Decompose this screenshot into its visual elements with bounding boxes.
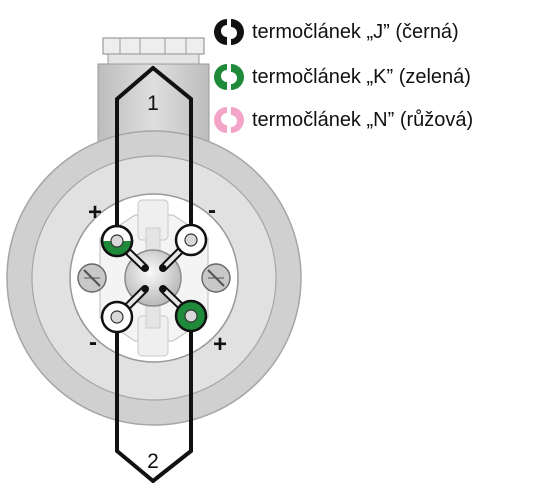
legend-item-n: termočlánek „N” (růžová) <box>212 103 473 137</box>
terminal-top-left <box>100 224 134 258</box>
terminal-top-right <box>174 223 208 257</box>
legend-item-k: termočlánek „K” (zelená) <box>212 60 471 94</box>
thermocouple-symbol-green-icon <box>214 64 244 90</box>
mounting-screw-right <box>201 263 231 293</box>
center-contacts <box>141 264 167 293</box>
legend-label-j: termočlánek „J” (černá) <box>252 20 459 43</box>
thermocouple-symbol-pink-icon <box>214 107 244 133</box>
polarity-top-right: - <box>208 197 216 224</box>
legend-item-j: termočlánek „J” (černá) <box>212 15 459 49</box>
sensor-2-positive-wire <box>151 325 193 483</box>
sensor-1-positive-wire <box>115 66 155 232</box>
polarity-bottom-right: + <box>213 331 227 358</box>
polarity-top-left: + <box>88 199 102 226</box>
terminal-bottom-left <box>100 300 134 334</box>
polarity-bottom-left: - <box>89 329 97 356</box>
legend-label-k: termočlánek „K” (zelená) <box>252 65 471 88</box>
thermocouple-wires <box>115 66 193 483</box>
legend-label-n: termočlánek „N” (růžová) <box>252 108 474 131</box>
terminal-bottom-right <box>174 299 208 333</box>
sensor-2-label: 2 <box>147 450 159 473</box>
sensor-1-negative-wire <box>151 66 193 231</box>
mounting-screw-left <box>77 263 107 293</box>
sensor-1-label: 1 <box>147 92 159 115</box>
thermocouple-symbol-black-icon <box>214 19 244 45</box>
sensor-2-negative-wire <box>115 326 155 483</box>
